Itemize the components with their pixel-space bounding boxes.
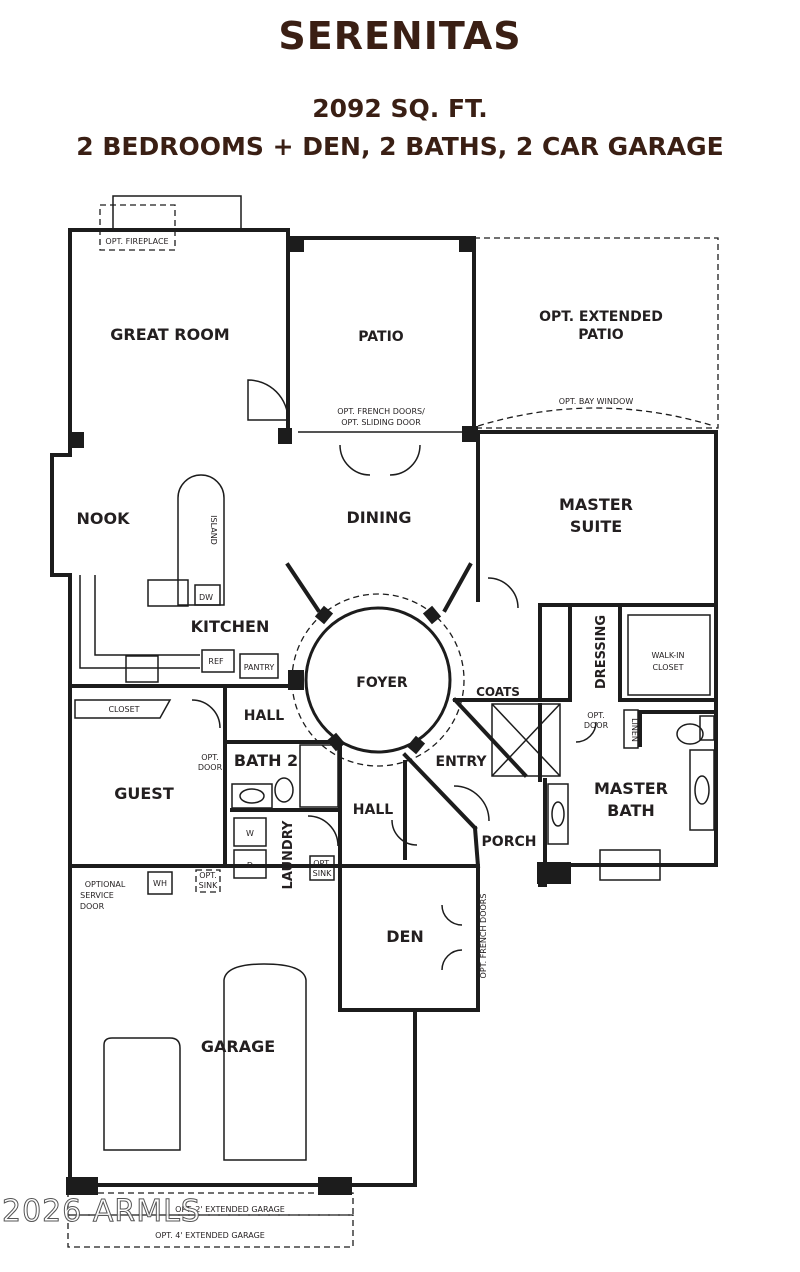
plan-summary: 2 BEDROOMS + DEN, 2 BATHS, 2 CAR GARAGE: [76, 132, 724, 161]
garage-area: OPT. 2' EXTENDED GARAGE OPT. 4' EXTENDED…: [67, 880, 488, 1248]
plan-title: SERENITAS: [278, 14, 522, 58]
label-kitchen: KITCHEN: [191, 617, 270, 636]
svg-text:OPT. FRENCH DOORS/: OPT. FRENCH DOORS/: [337, 407, 425, 416]
label-master-suite-1: MASTER: [559, 495, 633, 514]
master-fixtures: WALK-IN CLOSET OPT. DOOR LINEN: [491, 614, 715, 881]
label-laundry: LAUNDRY: [281, 820, 296, 889]
svg-text:DOOR: DOOR: [198, 763, 223, 772]
svg-text:LINEN: LINEN: [630, 718, 639, 742]
svg-text:DOOR: DOOR: [80, 902, 105, 911]
svg-text:REF: REF: [208, 657, 224, 666]
label-bath2: BATH 2: [234, 751, 298, 770]
label-nook: NOOK: [77, 509, 131, 528]
svg-text:OPT. SLIDING DOOR: OPT. SLIDING DOOR: [341, 418, 421, 427]
structural-posts: [66, 236, 571, 1195]
label-garage: GARAGE: [201, 1037, 275, 1056]
laundry-fixtures: W D OPT. SINK WH OPT. SINK: [147, 817, 335, 895]
svg-text:PANTRY: PANTRY: [244, 663, 275, 672]
door-swings: [191, 379, 597, 971]
label-hall-lower: HALL: [353, 802, 393, 818]
svg-text:ISLAND: ISLAND: [209, 515, 218, 545]
foyer-rotunda: [288, 593, 465, 767]
svg-text:DOOR: DOOR: [584, 721, 609, 730]
svg-text:OPTIONAL: OPTIONAL: [85, 880, 126, 889]
label-master-bath-1: MASTER: [594, 779, 668, 798]
exterior-walls: [50, 228, 718, 1187]
label-great-room: GREAT ROOM: [110, 325, 229, 344]
label-dressing: DRESSING: [594, 615, 609, 689]
label-ext-patio-2: PATIO: [578, 327, 623, 343]
svg-text:W: W: [246, 829, 254, 838]
watermark: 2026 ARMLS: [2, 1194, 201, 1230]
svg-text:SERVICE: SERVICE: [80, 891, 114, 900]
svg-text:DW: DW: [199, 593, 213, 602]
label-entry: ENTRY: [436, 754, 488, 770]
interior-walls: [68, 430, 718, 869]
label-porch: PORCH: [482, 834, 537, 850]
label-hall-upper: HALL: [244, 708, 284, 724]
svg-text:OPT.: OPT.: [313, 859, 331, 868]
label-coats: COATS: [476, 685, 520, 699]
bath2-fixtures: OPT. DOOR: [198, 744, 339, 809]
svg-text:D: D: [247, 861, 253, 870]
svg-text:OPT. FRENCH DOORS: OPT. FRENCH DOORS: [479, 894, 488, 979]
svg-text:OPT.: OPT.: [587, 711, 605, 720]
svg-text:OPT. 4' EXTENDED GARAGE: OPT. 4' EXTENDED GARAGE: [155, 1231, 265, 1240]
svg-text:OPT.: OPT.: [199, 871, 217, 880]
svg-text:OPT. BAY WINDOW: OPT. BAY WINDOW: [559, 397, 634, 406]
label-dining: DINING: [346, 508, 411, 527]
patio-area: OPT. BAY WINDOW OPT. FRENCH DOORS/ OPT. …: [298, 237, 719, 433]
label-guest: GUEST: [114, 784, 174, 803]
label-patio: PATIO: [358, 329, 403, 345]
label-foyer: FOYER: [356, 675, 408, 691]
svg-text:SINK: SINK: [313, 869, 332, 878]
svg-text:SINK: SINK: [199, 881, 218, 890]
svg-text:CLOSET: CLOSET: [652, 663, 683, 672]
svg-text:WH: WH: [153, 879, 167, 888]
square-footage: 2092 SQ. FT.: [312, 94, 488, 123]
svg-text:OPT. 2' EXTENDED GARAGE: OPT. 2' EXTENDED GARAGE: [175, 1205, 285, 1214]
svg-text:WALK-IN: WALK-IN: [651, 651, 684, 660]
label-ext-patio-1: OPT. EXTENDED: [539, 309, 663, 325]
kitchen-fixtures: DW ISLAND REF PANTRY CLOSET: [74, 474, 279, 719]
label-den: DEN: [386, 927, 424, 946]
svg-text:CLOSET: CLOSET: [108, 705, 139, 714]
label-master-bath-2: BATH: [607, 801, 655, 820]
svg-text:OPT. FIREPLACE: OPT. FIREPLACE: [105, 237, 168, 246]
fireplace-bump: OPT. FIREPLACE: [99, 195, 242, 251]
label-master-suite-2: SUITE: [570, 517, 622, 536]
svg-text:OPT.: OPT.: [201, 753, 219, 762]
